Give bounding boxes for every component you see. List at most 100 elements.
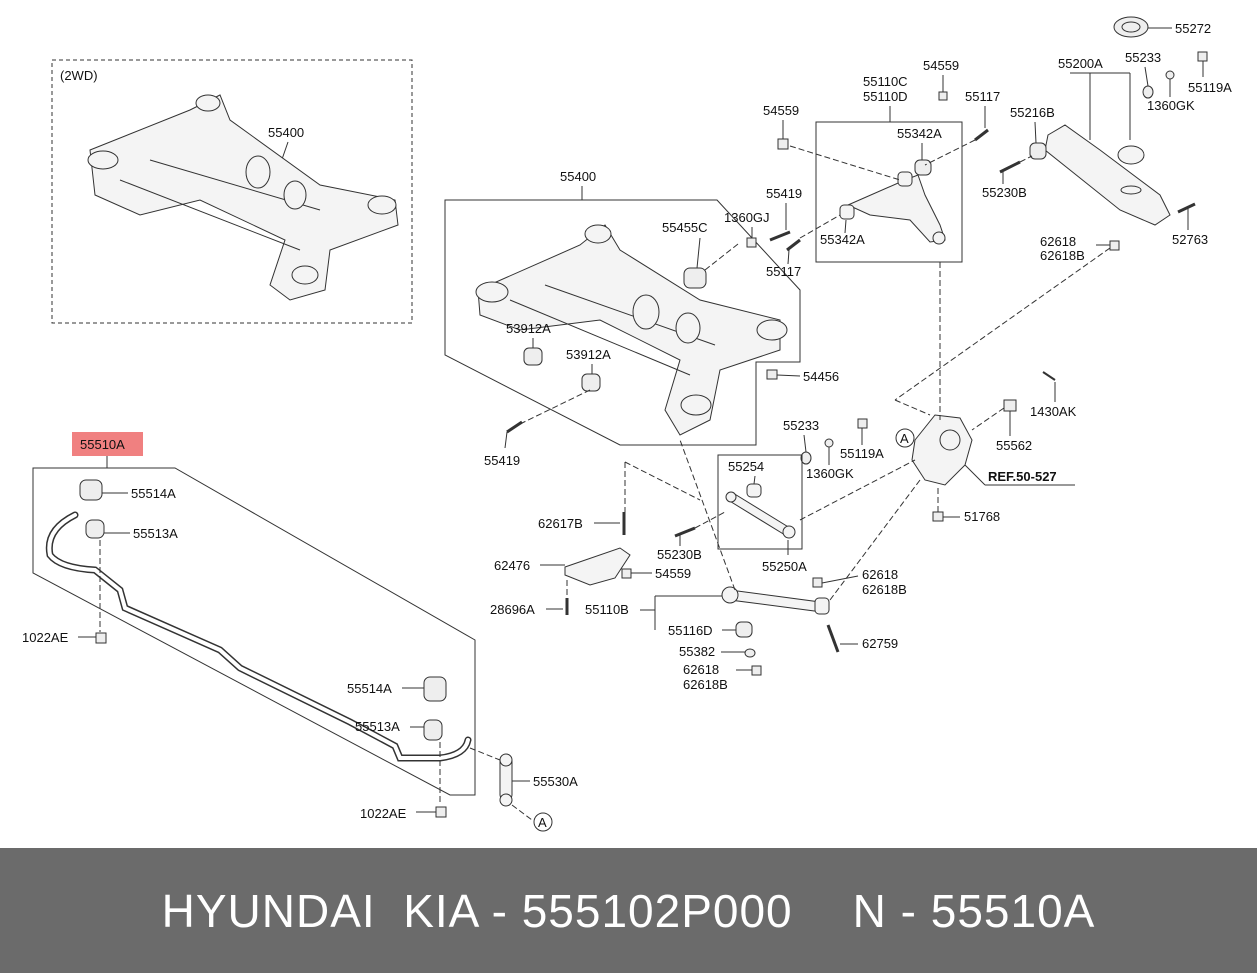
label-55510a: 55510A	[80, 437, 125, 452]
label-55117-upper: 55117	[965, 89, 1000, 104]
bushing-55455c-drawing	[683, 267, 707, 289]
footer-brand-part: HYUNDAI KIA - 555102P000	[161, 884, 793, 937]
bushing-53912a-1-drawing	[523, 347, 543, 366]
label-53912a-1: 53912A	[506, 321, 551, 336]
upper-arm-group: 55110C 55110D 55342A 55342A 54559 54559 …	[704, 58, 1000, 279]
label-62618b-right: 62618B	[862, 582, 907, 597]
crossmember-2wd-drawing	[87, 94, 399, 301]
label-55230b-mid: 55230B	[657, 547, 702, 562]
bolt-55117-lower-drawing	[786, 238, 801, 252]
label-54559-top: 54559	[923, 58, 959, 73]
label-55116d: 55116D	[668, 623, 713, 638]
bushing-55513a-top-drawing	[85, 519, 105, 539]
label-55200a: 55200A	[1058, 56, 1103, 71]
marker-a-link-text: A	[538, 815, 547, 830]
bolt-55230b-top-drawing	[999, 160, 1021, 174]
nut-51768-drawing	[932, 511, 944, 522]
clamp-55514a-bottom-drawing	[423, 676, 447, 702]
bolt-1022ae-bottom-drawing	[435, 806, 447, 818]
bolt-55419-upper-drawing	[769, 230, 791, 242]
nut-62618-right-drawing	[812, 577, 823, 588]
bolt-1430ak-drawing	[1042, 371, 1056, 381]
label-1360gj: 1360GJ	[724, 210, 770, 225]
bushing-55116d-drawing	[735, 621, 753, 638]
seat-55272-drawing	[1113, 16, 1149, 38]
knuckle-group: A REF.50-527 51768 55562 1430AK 55233 13…	[783, 262, 1077, 524]
label-51768: 51768	[964, 509, 1000, 524]
label-55216b: 55216B	[1010, 105, 1055, 120]
label-55110d: 55110D	[863, 89, 908, 104]
upper-arm-drawing	[839, 171, 946, 245]
nut-55119a-mid-drawing	[857, 418, 868, 429]
label-55513a-bottom: 55513A	[355, 719, 400, 734]
washer-55382-drawing	[744, 648, 756, 658]
nut-54559-left-drawing	[777, 138, 789, 150]
label-55230b-top: 55230B	[982, 185, 1027, 200]
nut-54559-mid-drawing	[621, 568, 632, 579]
label-55514a-top: 55514A	[131, 486, 176, 501]
nut-55119a-top-drawing	[1197, 51, 1208, 62]
label-55250a: 55250A	[762, 559, 807, 574]
label-1022ae-bottom: 1022AE	[360, 806, 407, 821]
label-55400-2wd: 55400	[268, 125, 304, 140]
washer-1360gj-drawing	[746, 237, 757, 248]
label-55562: 55562	[996, 438, 1032, 453]
label-55233-mid: 55233	[783, 418, 819, 433]
label-55233-top: 55233	[1125, 50, 1161, 65]
label-55382: 55382	[679, 644, 715, 659]
label-55272: 55272	[1175, 21, 1211, 36]
clamp-55514a-top-drawing	[79, 479, 103, 501]
bolt-55419-lower-drawing	[506, 420, 523, 434]
label-55117-lower: 55117	[766, 264, 801, 279]
label-55342a-bottom: 55342A	[820, 232, 865, 247]
label-55119a-mid: 55119A	[840, 446, 884, 461]
bushing-53912a-2-drawing	[581, 373, 601, 392]
label-55342a-top: 55342A	[897, 126, 942, 141]
label-55254: 55254	[728, 459, 764, 474]
stabilizer-group: 55510A 55514A 55513A 1022AE 55514A 55513…	[22, 432, 578, 832]
label-1360gk-mid: 1360GK	[806, 466, 854, 481]
label-62617b: 62617B	[538, 516, 583, 531]
lower-arm-group: 55272 55200A 55216B 55230B 55233 1360GK …	[894, 16, 1232, 416]
marker-a-link: A	[533, 812, 553, 832]
bolt-55117-upper-drawing	[974, 128, 989, 142]
label-ref: REF.50-527	[988, 469, 1057, 484]
bolt-62759-drawing	[826, 624, 840, 653]
nut-62618-low-drawing	[751, 665, 762, 676]
label-1360gk-top: 1360GK	[1147, 98, 1195, 113]
knuckle-drawing	[911, 414, 973, 486]
label-62618-low: 62618	[683, 662, 719, 677]
lower-bracket-group: 62617B 62476 54559 55230B 28696A 55110B …	[490, 439, 921, 692]
label-55514a-bottom: 55514A	[347, 681, 392, 696]
label-55400: 55400	[560, 169, 596, 184]
parts-diagram: (2WD) 55400 55400	[22, 16, 1232, 832]
nut-54456-drawing	[766, 369, 778, 380]
trailing-link-group: 55254 55250A	[717, 454, 807, 574]
arm-55200a-drawing	[1044, 124, 1171, 226]
label-55455c: 55455C	[662, 220, 708, 235]
link-55254-drawing	[725, 483, 796, 539]
arm-55110b-drawing	[721, 586, 830, 615]
marker-a-knuckle: A	[895, 428, 915, 448]
link-55530a-drawing	[499, 753, 513, 807]
label-52763: 52763	[1172, 232, 1208, 247]
label-55419-upper: 55419	[766, 186, 802, 201]
footer-ref-number: N - 55510A	[852, 884, 1096, 937]
inset-2wd-label: (2WD)	[60, 68, 98, 83]
label-55119a-top: 55119A	[1188, 80, 1232, 95]
bolt-55230b-mid-drawing	[674, 526, 696, 538]
label-55513a-top: 55513A	[133, 526, 178, 541]
label-28696a: 28696A	[490, 602, 535, 617]
label-55110c: 55110C	[863, 74, 908, 89]
label-53912a-2: 53912A	[566, 347, 611, 362]
washer-1360gk-mid-drawing	[824, 438, 834, 448]
bushing-55342a-top-drawing	[914, 159, 932, 176]
crossmember-group: 55400 55455C 53912A 53912A 55419 54456	[444, 169, 839, 468]
bracket-62476-drawing	[564, 547, 631, 586]
label-62618-right: 62618	[862, 567, 898, 582]
label-62618-top: 62618	[1040, 234, 1076, 249]
inset-2wd: (2WD) 55400	[51, 59, 413, 324]
label-54456: 54456	[803, 369, 839, 384]
label-55110b: 55110B	[585, 602, 629, 617]
nut-62618-top-drawing	[1109, 240, 1120, 251]
